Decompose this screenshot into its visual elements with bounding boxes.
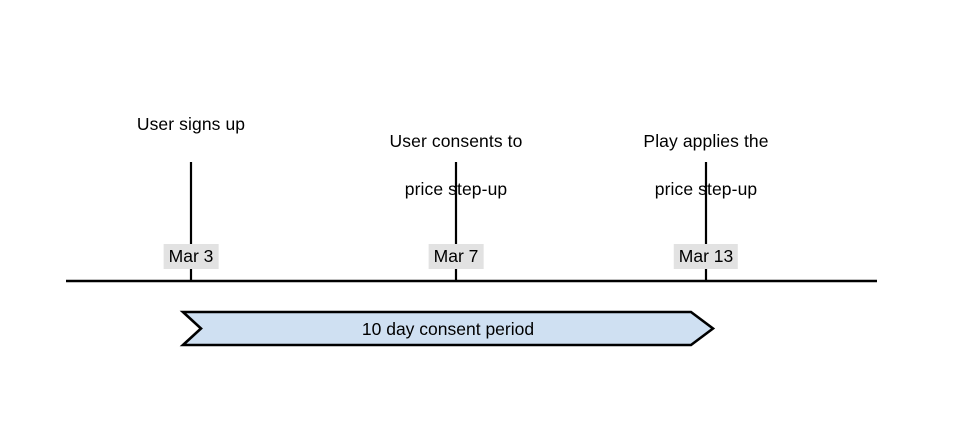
event-label-play-applies: Play applies the price step-up	[576, 105, 836, 225]
event-label-user-signs-up: User signs up	[136, 114, 246, 134]
date-chip-mar-7: Mar 7	[428, 244, 484, 269]
consent-period-banner-shape	[179, 310, 716, 347]
event-label-user-consents: User consents to price step-up	[326, 105, 586, 225]
date-chip-mar-13: Mar 13	[673, 244, 739, 269]
event-label-line-2: price step-up	[404, 179, 508, 199]
consent-period-banner-label: 10 day consent period	[361, 319, 535, 339]
event-label-line-1: Play applies the	[643, 131, 769, 151]
event-label-line-1: User consents to	[389, 131, 523, 151]
date-chip-mar-3: Mar 3	[163, 244, 219, 269]
event-label-line-2: price step-up	[654, 179, 758, 199]
